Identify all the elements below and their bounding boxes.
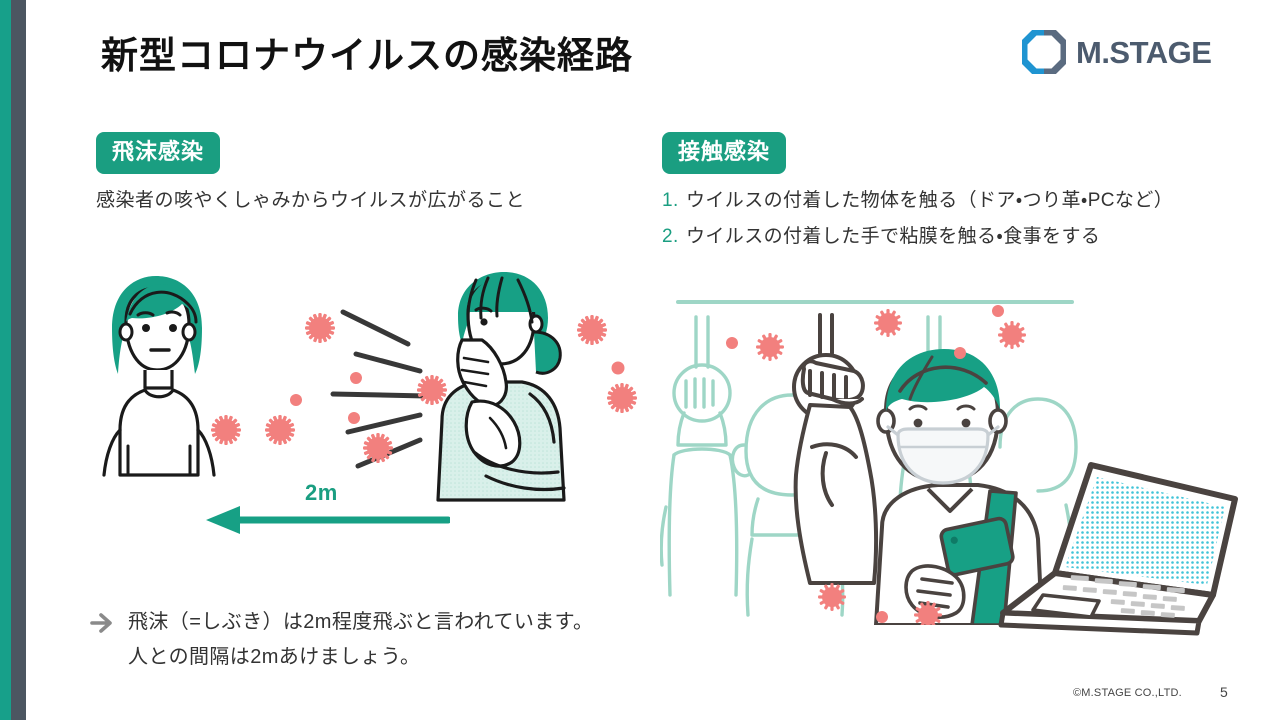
laptop-illustration: [998, 462, 1238, 636]
contact-infection-list: 1. ウイルスの付着した物体を触る（ドア・つり革・PCなど） 2. ウイルスの付…: [662, 183, 1173, 255]
left-accent-bar-gray: [11, 0, 26, 720]
note-line-2: 人との間隔は2mあけましょう。: [128, 646, 421, 668]
smartphone-icon: [939, 516, 1015, 577]
list-item-number: 2.: [662, 226, 679, 248]
list-item: 1. ウイルスの付着した物体を触る（ドア・つり革・PCなど）: [662, 183, 1173, 219]
note-text: 飛沫（=しぶき）は2m程度飛ぶと言われています。 人との間隔は2mあけましょう。: [128, 605, 593, 675]
laptop-trackpad: [1031, 593, 1101, 619]
droplet-infection-description: 感染者の咳やくしゃみからウイルスが広がること: [96, 190, 526, 211]
background-passenger-left: [660, 315, 739, 597]
virus-particles: [726, 305, 1026, 625]
copyright-text: ©M.STAGE CO.,LTD.: [1073, 687, 1182, 699]
mstage-hexagon-icon: [1022, 30, 1066, 74]
train-contact-illustration: [660, 300, 1078, 625]
droplet-distance-note: 飛沫（=しぶき）は2m程度飛ぶと言われています。 人との間隔は2mあけましょう。: [90, 605, 593, 675]
page-number: 5: [1220, 684, 1228, 700]
list-item-label: ウイルスの付着した手で粘膜を触る・食事をする: [686, 226, 1101, 248]
page-title: 新型コロナウイルスの感染経路: [101, 35, 633, 76]
droplet-transmission-illustration: [102, 272, 637, 502]
list-item-number: 1.: [662, 190, 679, 211]
badge-contact-infection: 接触感染: [662, 132, 787, 174]
laptop-keyboard: [1062, 575, 1185, 618]
brand-logo-text: M.STAGE: [1076, 34, 1212, 70]
person-healthy-woman: [102, 276, 216, 477]
arrow-right-icon: [90, 613, 112, 633]
note-line-1: 飛沫（=しぶき）は2m程度飛ぶと言われています。: [128, 611, 594, 633]
badge-droplet-infection: 飛沫感染: [96, 132, 221, 174]
list-item-label: ウイルスの付着した物体を触る（ドア・つり革・PCなど）: [686, 190, 1174, 211]
left-accent-bar-green: [0, 0, 11, 720]
virus-particles: [211, 313, 637, 463]
person-coughing: [436, 272, 566, 502]
person-commuter: [793, 349, 1044, 625]
distance-label: 2m: [305, 480, 338, 505]
brand-logo: M.STAGE: [1022, 30, 1212, 74]
laptop-screen-content: [1065, 477, 1225, 585]
distance-arrow-icon: [206, 506, 450, 534]
list-item: 2. ウイルスの付着した手で粘膜を触る・食事をする: [662, 219, 1173, 255]
